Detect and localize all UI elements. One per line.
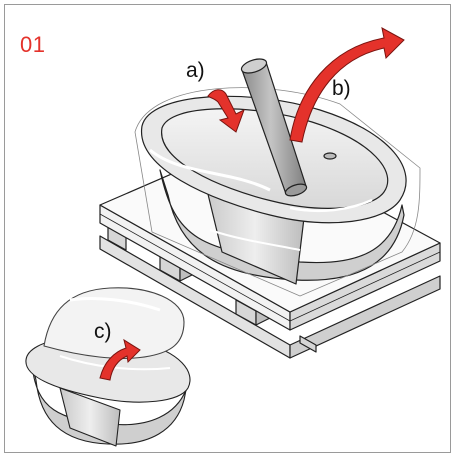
plastic-film: [134, 87, 421, 297]
pallet-bottom-board-right: [289, 275, 441, 359]
tub-drain: [323, 152, 337, 160]
tube-insert: [240, 58, 308, 197]
red-insertion-arrow-icon: [207, 89, 245, 133]
step-number: 01: [20, 32, 46, 57]
small-tub-front: [59, 387, 121, 447]
red-curved-unwrap-arrow-icon: [99, 338, 141, 381]
label-a: a): [186, 59, 205, 82]
tub-shell: [159, 169, 405, 281]
label-c: c): [94, 320, 112, 343]
label-b: b): [332, 77, 351, 100]
red-curved-removal-arrow-icon: [289, 27, 405, 143]
bathtub-small: [25, 287, 191, 447]
